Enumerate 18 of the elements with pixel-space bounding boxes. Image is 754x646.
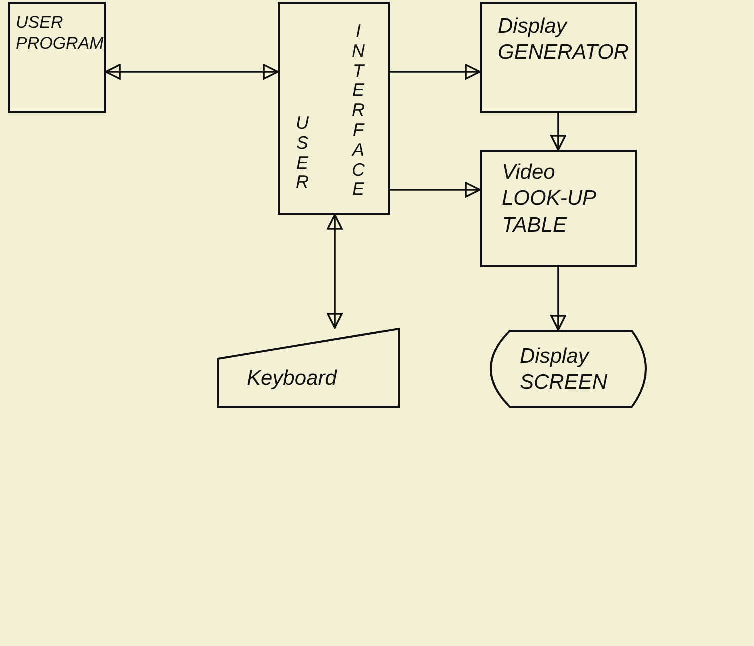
label-text: Display SCREEN (520, 344, 609, 396)
program-box (8, 2, 106, 113)
label-text: Keyboard (247, 366, 338, 392)
arrow (390, 182, 481, 198)
arrow (550, 113, 566, 151)
arrow (550, 267, 566, 331)
label-text: USER (295, 114, 310, 194)
arrow (327, 214, 343, 329)
keyboard-shape (217, 328, 400, 408)
lookup-table-box (480, 150, 637, 267)
generator-box (480, 2, 637, 113)
label-text: Display GENERATOR (498, 14, 628, 66)
label-text: Video LOOK-UP TABLE (502, 160, 598, 238)
label-text: USER PROGRAM (16, 12, 105, 54)
arrow (105, 64, 279, 80)
arrow (390, 64, 481, 80)
label-text: INTERFACE (350, 22, 366, 200)
interface-box (278, 2, 390, 215)
